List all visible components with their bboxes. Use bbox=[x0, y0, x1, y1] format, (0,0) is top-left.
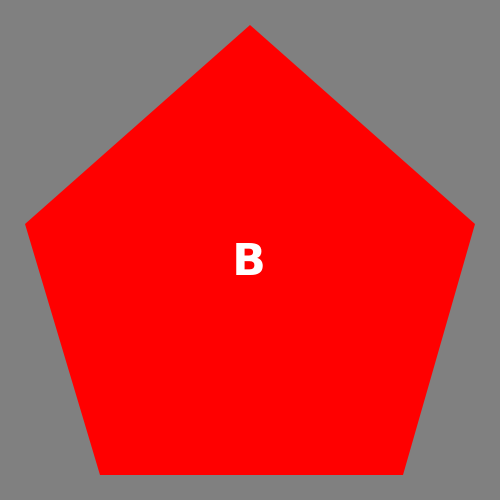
pentagon-shape bbox=[25, 25, 475, 475]
shape-label: B bbox=[232, 235, 266, 286]
